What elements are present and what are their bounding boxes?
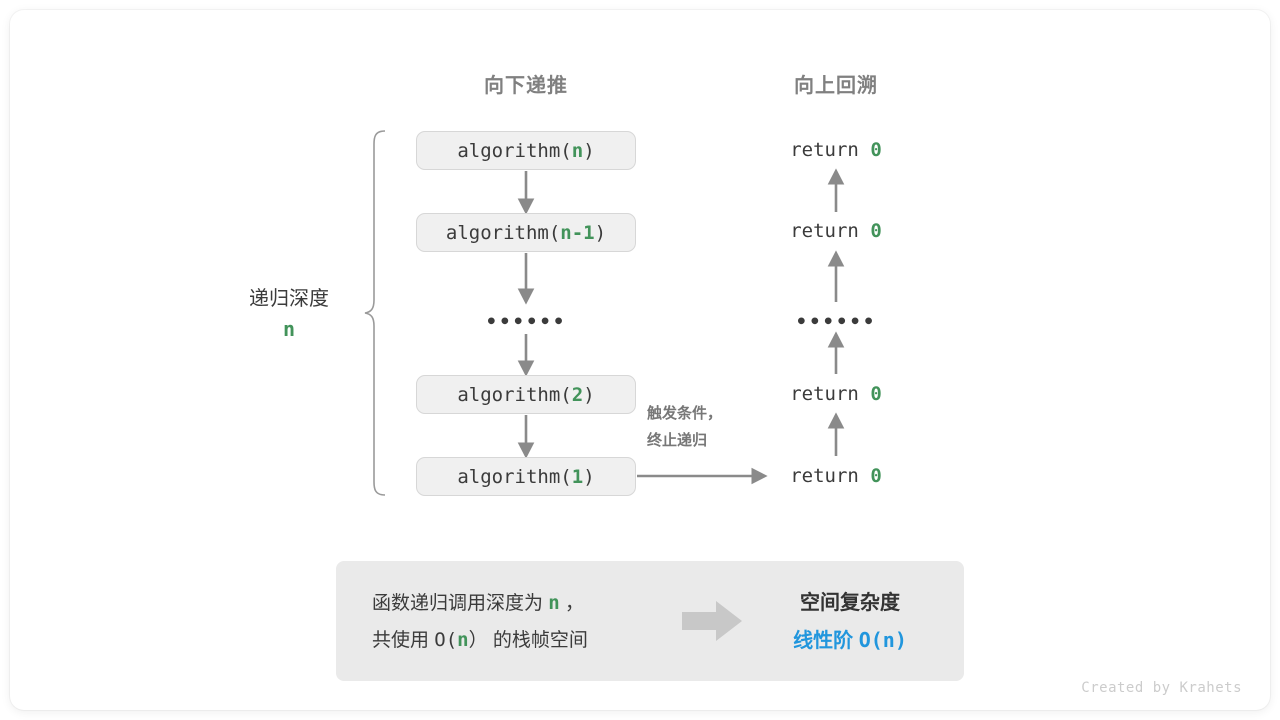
- header-down-recursion: 向下递推: [484, 75, 568, 97]
- return-label-3-value: 0: [870, 383, 882, 405]
- summary-line-1-var: n: [548, 592, 560, 614]
- summary-panel: 函数递归调用深度为 n ， 共使用 O(n） 的栈帧空间 空间复杂度 线性阶 O…: [336, 561, 964, 681]
- call-box-n-prefix: algorithm(: [457, 139, 572, 162]
- summary-result-value-m2: ): [894, 628, 907, 652]
- summary-line-2-m1: O(: [434, 629, 458, 651]
- call-box-2-prefix: algorithm(: [457, 383, 572, 406]
- return-label-2-text: return: [790, 220, 871, 242]
- call-box-n-suffix: ): [583, 139, 595, 162]
- summary-line-2-var: n: [457, 629, 469, 651]
- call-box-n-minus-1-suffix: ): [594, 221, 607, 244]
- diagram-card: 向下递推 向上回溯 递归深度 n algorithm(n) algorithm(…: [10, 10, 1270, 710]
- terminate-note-line2: 终止递归: [647, 432, 708, 449]
- call-box-1-prefix: algorithm(: [457, 465, 572, 488]
- summary-description: 函数递归调用深度为 n ， 共使用 O(n） 的栈帧空间: [372, 585, 588, 659]
- terminate-condition-note: 触发条件， 终止递归: [647, 400, 722, 454]
- call-box-n-minus-1-arg: n-1: [560, 221, 595, 244]
- recursion-depth-value: n: [282, 317, 296, 341]
- summary-line-2: 共使用 O(n） 的栈帧空间: [372, 622, 588, 659]
- header-up-backtrack: 向上回溯: [794, 75, 878, 97]
- return-label-4-text: return: [790, 465, 871, 487]
- call-box-n-minus-1-prefix: algorithm(: [445, 221, 561, 244]
- depth-brace: [364, 130, 386, 496]
- summary-line-1-a: 函数递归调用深度为: [372, 593, 549, 614]
- call-box-n-arg: n: [571, 139, 584, 162]
- return-label-3: return 0: [790, 383, 882, 405]
- footer-credit: Created by Krahets: [1081, 680, 1242, 696]
- implies-block-arrow: [682, 601, 742, 641]
- summary-line-1-b: ，: [559, 593, 585, 614]
- summary-result-value-var: n: [882, 628, 895, 652]
- call-box-2[interactable]: algorithm(2): [416, 375, 636, 414]
- summary-result-value-m1: O(: [858, 628, 883, 652]
- terminate-note-line1: 触发条件，: [647, 405, 723, 422]
- call-box-2-suffix: ): [583, 383, 595, 406]
- call-box-1-suffix: ): [583, 465, 595, 488]
- summary-result-title: 空间复杂度: [800, 592, 900, 614]
- call-box-1-arg: 1: [571, 465, 584, 488]
- return-label-2: return 0: [790, 220, 882, 242]
- call-box-n-minus-1[interactable]: algorithm(n-1): [416, 213, 636, 252]
- call-box-1[interactable]: algorithm(1): [416, 457, 636, 496]
- summary-result-value-a: 线性阶: [793, 630, 859, 652]
- return-label-1-text: return: [790, 139, 871, 161]
- return-label-1: return 0: [790, 139, 882, 161]
- call-box-n[interactable]: algorithm(n): [416, 131, 636, 170]
- call-box-2-arg: 2: [571, 383, 584, 406]
- recursion-depth-label: 递归深度 n: [249, 284, 329, 344]
- summary-line-2-a: 共使用: [372, 630, 435, 651]
- summary-result-value: 线性阶 O(n): [736, 622, 964, 660]
- summary-line-1: 函数递归调用深度为 n ，: [372, 585, 588, 622]
- return-ellipsis: ••••••: [795, 311, 877, 333]
- diagram-stage: 向下递推 向上回溯 递归深度 n algorithm(n) algorithm(…: [10, 10, 1270, 710]
- return-label-2-value: 0: [870, 220, 882, 242]
- return-label-3-text: return: [790, 383, 871, 405]
- return-label-4: return 0: [790, 465, 882, 487]
- summary-line-2-b: 的栈帧空间: [487, 630, 588, 651]
- summary-result: 空间复杂度 线性阶 O(n): [736, 585, 964, 660]
- return-label-1-value: 0: [870, 139, 882, 161]
- call-stack-ellipsis: ••••••: [485, 311, 567, 333]
- summary-line-2-m2: ）: [468, 629, 488, 651]
- return-label-4-value: 0: [870, 465, 882, 487]
- recursion-depth-text: 递归深度: [249, 288, 329, 310]
